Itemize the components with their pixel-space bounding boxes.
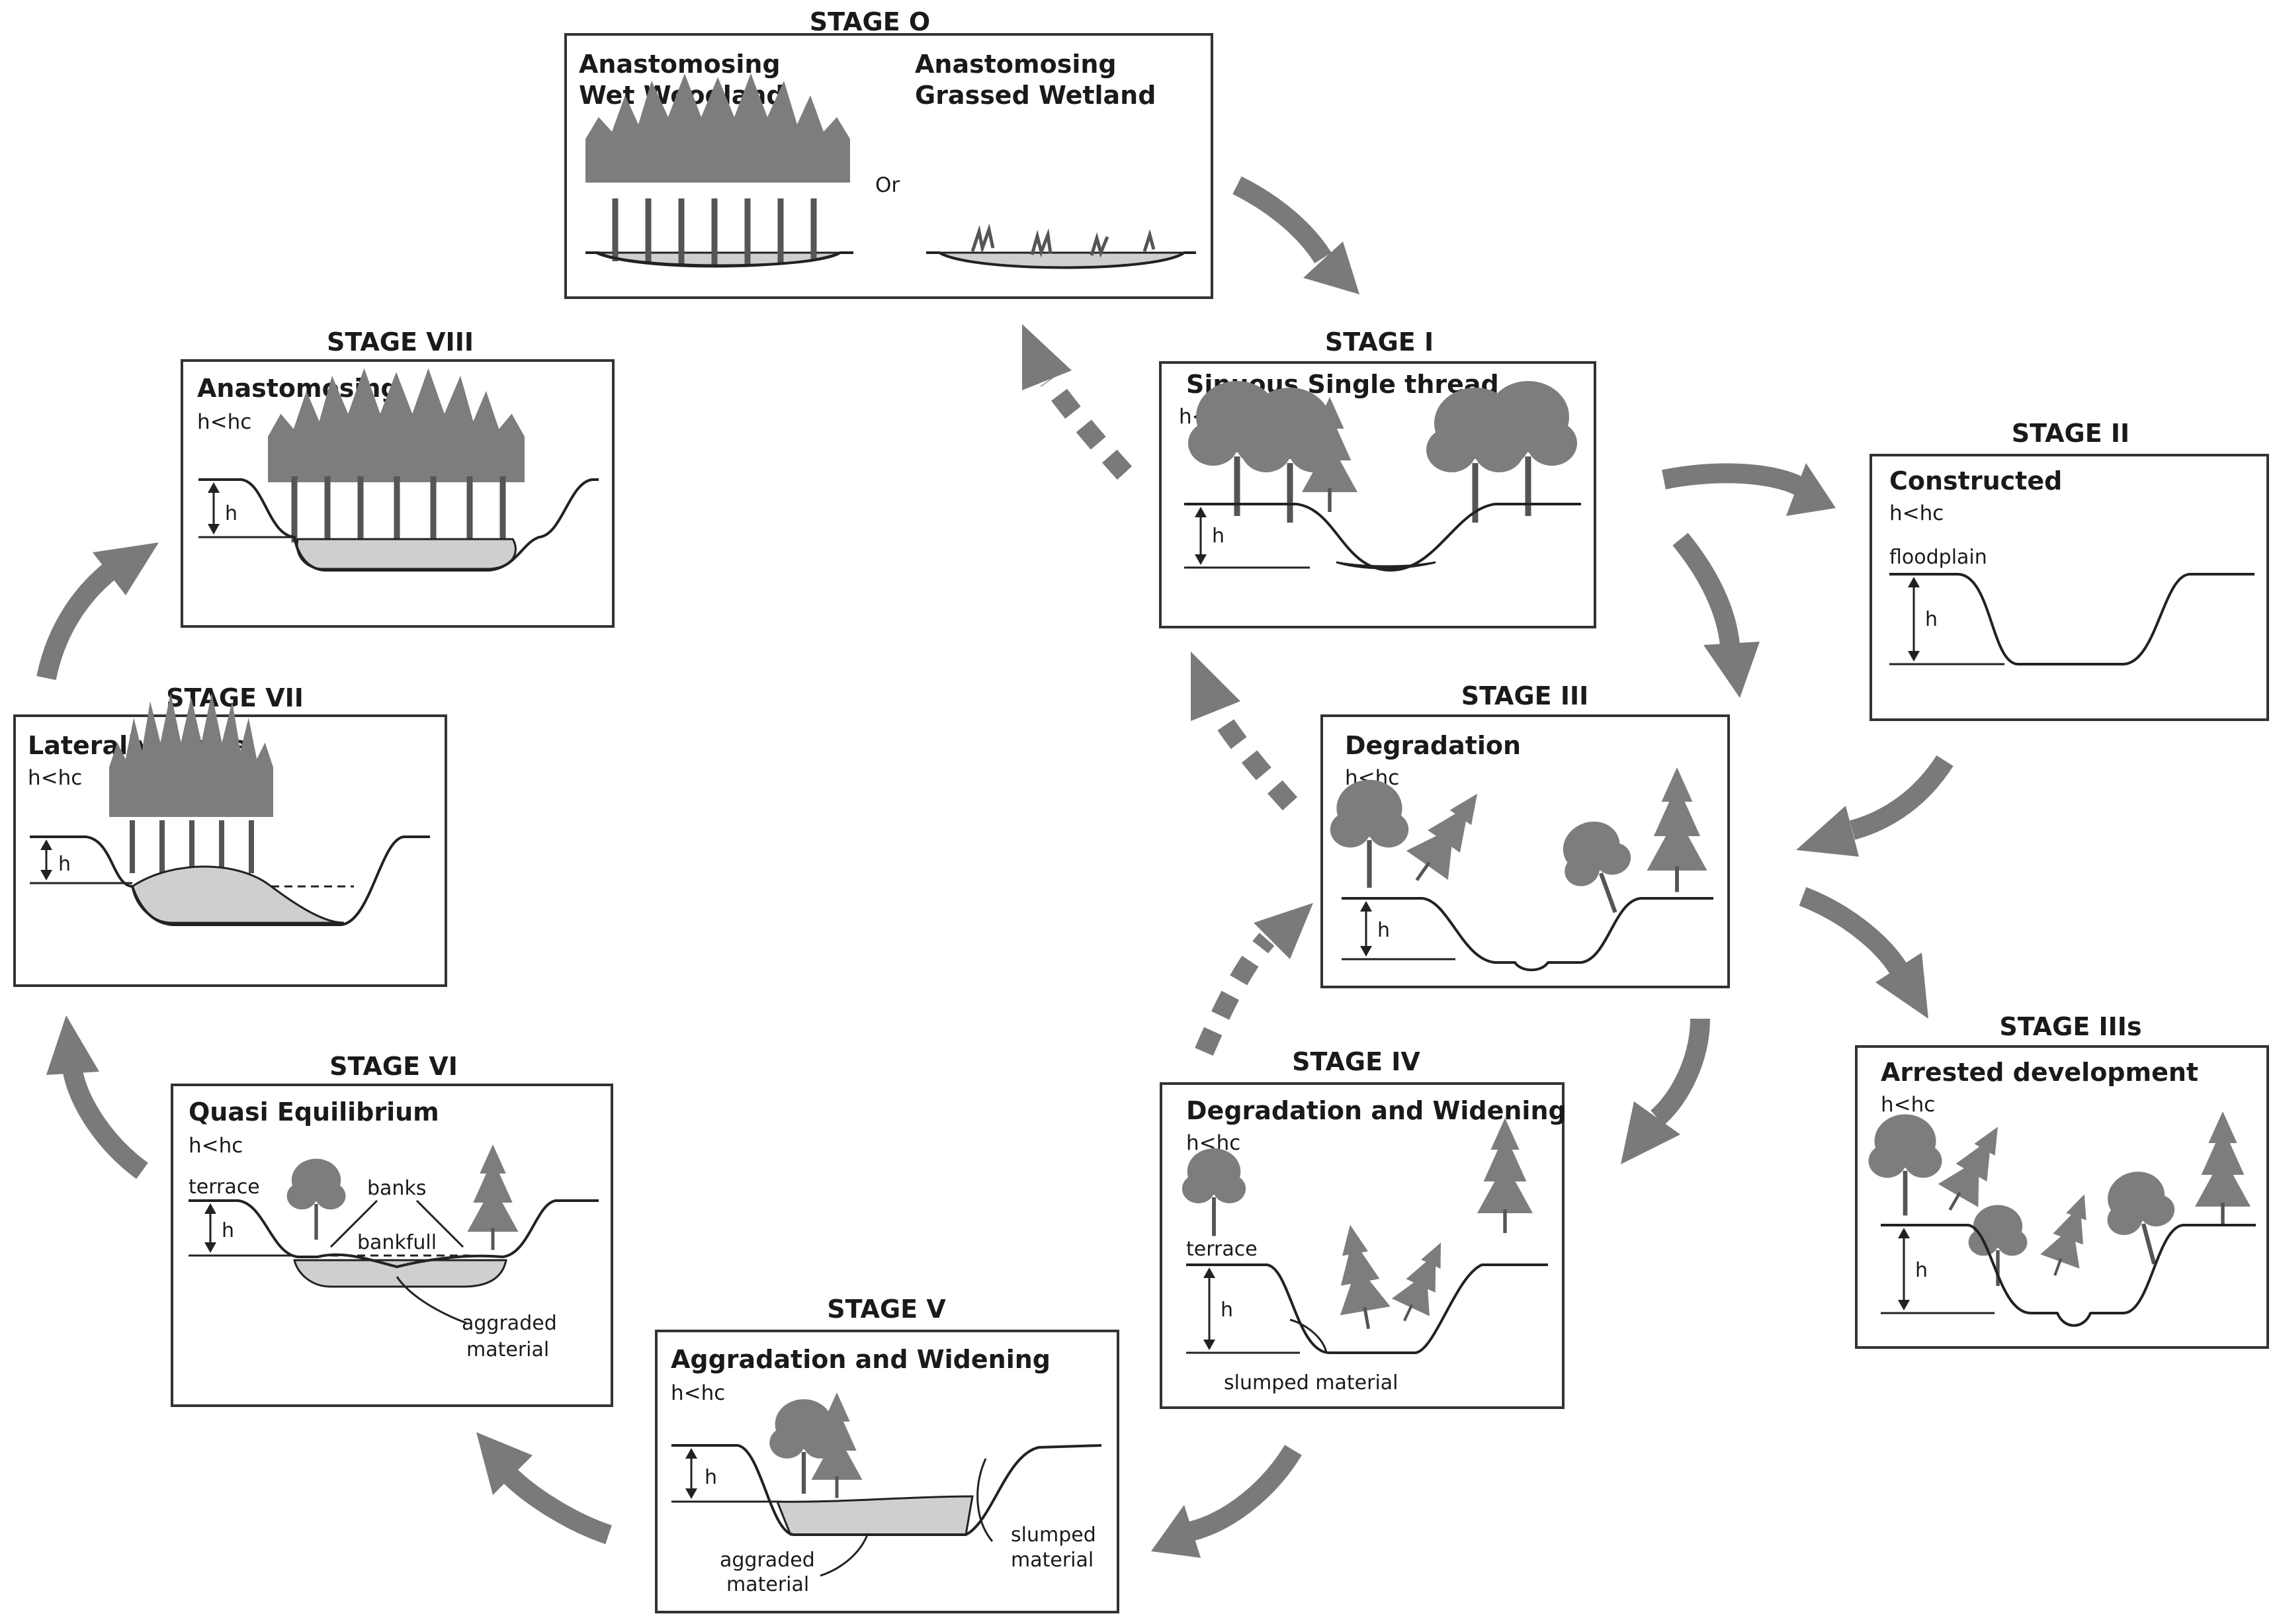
stage-2-name: Constructed <box>1889 466 2062 495</box>
stage-6-aggraded-line1: aggraded <box>462 1312 557 1335</box>
stage-1-panel: STAGE I Sinuous Single thread h<hc h <box>1159 327 1596 628</box>
arrow-stage-4-to-5 <box>1151 1445 1302 1558</box>
arrow-dashed-stage-1-to-0 <box>1022 324 1133 480</box>
stage-6-subtitle: h<hc <box>189 1134 243 1158</box>
stage-8-h-measure: h <box>198 482 291 538</box>
svg-text:h: h <box>1377 919 1390 942</box>
arrow-stage-6-to-7 <box>46 1015 148 1179</box>
stage-7-title: STAGE VII <box>166 683 304 712</box>
stage-0-left-name-line1: Anastomosing <box>579 50 781 79</box>
arrow-stage-0-to-1 <box>1232 176 1359 294</box>
stage-6-box <box>171 1084 613 1407</box>
arrow-dashed-stage-3-to-1 <box>1191 652 1298 811</box>
stage-6-name: Quasi Equilibrium <box>189 1097 439 1127</box>
stage-7-h-measure: h <box>30 839 132 884</box>
svg-text:h: h <box>222 1219 234 1242</box>
stage-6-banks-label: banks <box>367 1177 426 1200</box>
stage-3-name: Degradation <box>1345 731 1521 760</box>
stage-3s-panel: STAGE IIIs Arrested development h<hc h <box>1855 1012 2269 1349</box>
stage-2-panel: STAGE II Constructed h<hc floodplain h <box>1869 419 2269 721</box>
stage-3s-title: STAGE IIIs <box>1999 1012 2141 1041</box>
stage-5-slumped-line1: slumped <box>1011 1523 1096 1547</box>
stage-3s-subtitle: h<hc <box>1881 1093 1935 1117</box>
stage-6-aggraded-line2: material <box>466 1338 549 1361</box>
stage-8-trees <box>268 368 525 548</box>
stage-2-title: STAGE II <box>2012 419 2129 448</box>
stage-5-title: STAGE V <box>827 1295 946 1324</box>
stage-4-panel: STAGE IV Degradation and Widening h<hc t… <box>1160 1047 1567 1409</box>
stage-3s-channel-profile <box>1881 1224 2256 1327</box>
stage-5-panel: STAGE V Aggradation and Widening h<hc ag… <box>655 1295 1119 1613</box>
arrow-stage-2-to-3 <box>1796 755 1954 857</box>
stage-6-channel-profile <box>189 1199 599 1268</box>
stage-2-channel-profile <box>1889 573 2255 665</box>
stage-3-title: STAGE III <box>1461 681 1589 710</box>
svg-text:h: h <box>225 502 237 525</box>
stage-2-floodplain-label: floodplain <box>1889 546 1987 569</box>
arrow-stage-1-to-2 <box>1662 463 1836 516</box>
stage-6-panel: STAGE VI Quasi Equilibrium h<hc terrace … <box>171 1052 613 1407</box>
stage-0-right-name-line2: Grassed Wetland <box>915 81 1156 110</box>
arrow-stage-3-to-4 <box>1621 1018 1710 1164</box>
stage-4-name: Degradation and Widening <box>1186 1096 1567 1125</box>
stage-4-title: STAGE IV <box>1292 1047 1420 1076</box>
stage-4-channel-profile <box>1186 1263 1548 1354</box>
arrow-stage-3-to-3s <box>1799 887 1928 1019</box>
stage-6-terrace-label: terrace <box>189 1175 260 1199</box>
stage-3s-box <box>1855 1045 2269 1349</box>
stage-4-terrace-label: terrace <box>1186 1238 1258 1261</box>
stage-6-h-measure: h <box>189 1203 294 1257</box>
arrow-stage-5-to-6 <box>476 1432 612 1545</box>
stage-7-subtitle: h<hc <box>28 766 82 790</box>
stage-3s-name: Arrested development <box>1881 1058 2198 1087</box>
stage-0-or-label: Or <box>875 173 900 197</box>
stage-2-box <box>1869 454 2269 721</box>
stage-0-right-name-line1: Anastomosing <box>915 50 1117 79</box>
stage-6-title: STAGE VI <box>329 1052 458 1081</box>
stage-transition-arrows <box>36 176 1954 1558</box>
stage-5-box <box>655 1330 1119 1613</box>
stage-1-title: STAGE I <box>1325 327 1434 357</box>
stage-5-aggraded-line2: material <box>726 1573 809 1596</box>
svg-text:h: h <box>1212 525 1224 548</box>
stage-8-panel: STAGE VIII Anastomosing h<hc h <box>181 327 615 628</box>
stage-7-panel: STAGE VII Laterally active h<hc h <box>13 683 447 987</box>
svg-text:h: h <box>1915 1259 1928 1282</box>
stage-2-h-measure: h <box>1889 577 2004 665</box>
stage-2-subtitle: h<hc <box>1889 501 1944 525</box>
stage-8-channel-profile <box>198 478 599 572</box>
stage-5-slumped-line2: material <box>1011 1549 1094 1572</box>
svg-text:h: h <box>1221 1299 1233 1322</box>
arrow-dashed-stage-4-to-3 <box>1195 903 1313 1056</box>
stage-4-h-measure: h <box>1186 1267 1300 1354</box>
stage-3-channel-profile <box>1342 897 1713 972</box>
stage-7-channel-profile <box>30 835 430 926</box>
wet-woodland-illustration <box>585 73 853 268</box>
stage-1-h-measure: h <box>1184 507 1310 569</box>
stage-0-title: STAGE O <box>810 7 930 36</box>
stage-5-h-measure: h <box>671 1448 781 1503</box>
stage-5-channel-profile <box>671 1444 1102 1536</box>
svg-text:h: h <box>1925 608 1938 631</box>
stage-3-panel: STAGE III Degradation h<hc h <box>1320 681 1730 988</box>
stage-5-aggraded-line1: aggraded <box>720 1549 815 1572</box>
stage-6-bankfull-label: bankfull <box>357 1231 437 1254</box>
stage-3-h-measure: h <box>1342 901 1455 961</box>
svg-text:h: h <box>705 1466 717 1489</box>
stage-8-title: STAGE VIII <box>327 327 474 357</box>
stage-1-channel-profile <box>1184 503 1581 572</box>
stage-4-slumped-label: slumped material <box>1224 1371 1398 1394</box>
stage-5-subtitle: h<hc <box>671 1381 725 1405</box>
stage-8-subtitle: h<hc <box>197 410 251 434</box>
stage-0-panel: STAGE O Anastomosing Wet Woodland Anasto… <box>564 7 1213 299</box>
svg-text:h: h <box>58 853 71 876</box>
arrow-stage-1-to-3 <box>1672 533 1760 698</box>
stage-5-name: Aggradation and Widening <box>671 1345 1051 1374</box>
stage-3s-h-measure: h <box>1881 1228 1995 1314</box>
arrow-stage-7-to-8 <box>36 542 159 681</box>
grassed-wetland-illustration <box>926 223 1196 269</box>
